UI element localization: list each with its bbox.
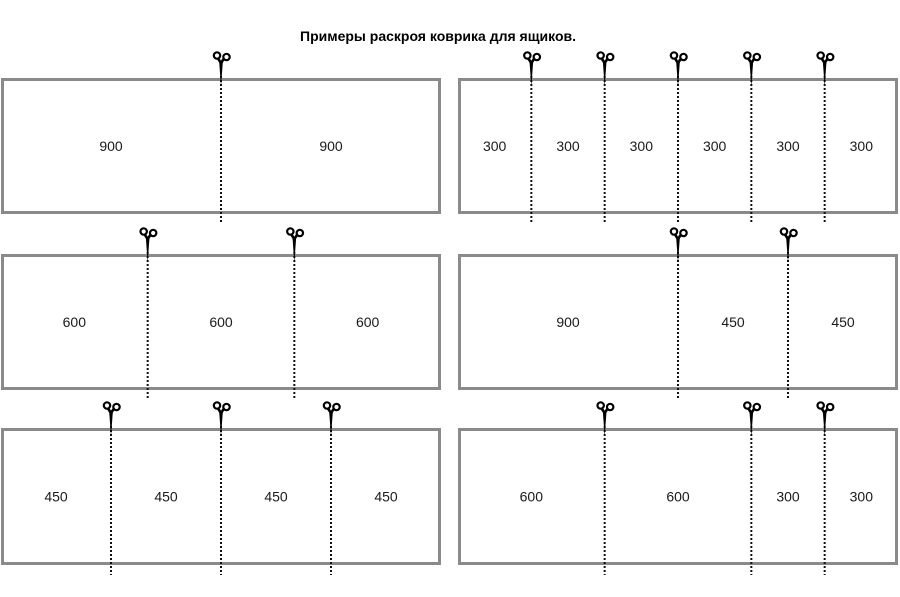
mat-6: 600 600 300 300 (458, 400, 898, 575)
segment-label: 450 (154, 489, 178, 505)
segment-label: 450 (374, 489, 398, 505)
segment-label: 600 (666, 489, 690, 505)
mat-5: 450 450 450 450 (1, 400, 441, 575)
segment-label: 900 (99, 138, 123, 154)
segment-label: 300 (483, 138, 507, 154)
segment-label: 300 (703, 138, 727, 154)
segment-label: 450 (721, 314, 745, 330)
mat-outline (1, 254, 441, 390)
mat-1: 900 900 (1, 50, 441, 224)
segment-label: 300 (776, 138, 800, 154)
segment-label: 900 (556, 314, 580, 330)
segment-label: 300 (850, 489, 874, 505)
diagram-title: Примеры раскроя коврика для ящиков. (300, 28, 576, 44)
mat-4: 900 450 450 (458, 227, 898, 400)
segment-label: 600 (520, 489, 544, 505)
mat-3: 600 600 600 (1, 227, 441, 400)
segment-label: 450 (264, 489, 288, 505)
segment-label: 450 (831, 314, 855, 330)
mat-2: 300 300 300 300 300 300 (458, 50, 898, 224)
segment-label: 600 (356, 314, 380, 330)
segment-label: 300 (850, 138, 874, 154)
segment-label: 300 (556, 138, 580, 154)
segment-label: 600 (63, 314, 87, 330)
segment-label: 300 (776, 489, 800, 505)
segment-label: 900 (319, 138, 343, 154)
segment-label: 300 (630, 138, 654, 154)
segment-label: 450 (44, 489, 68, 505)
segment-label: 600 (209, 314, 233, 330)
